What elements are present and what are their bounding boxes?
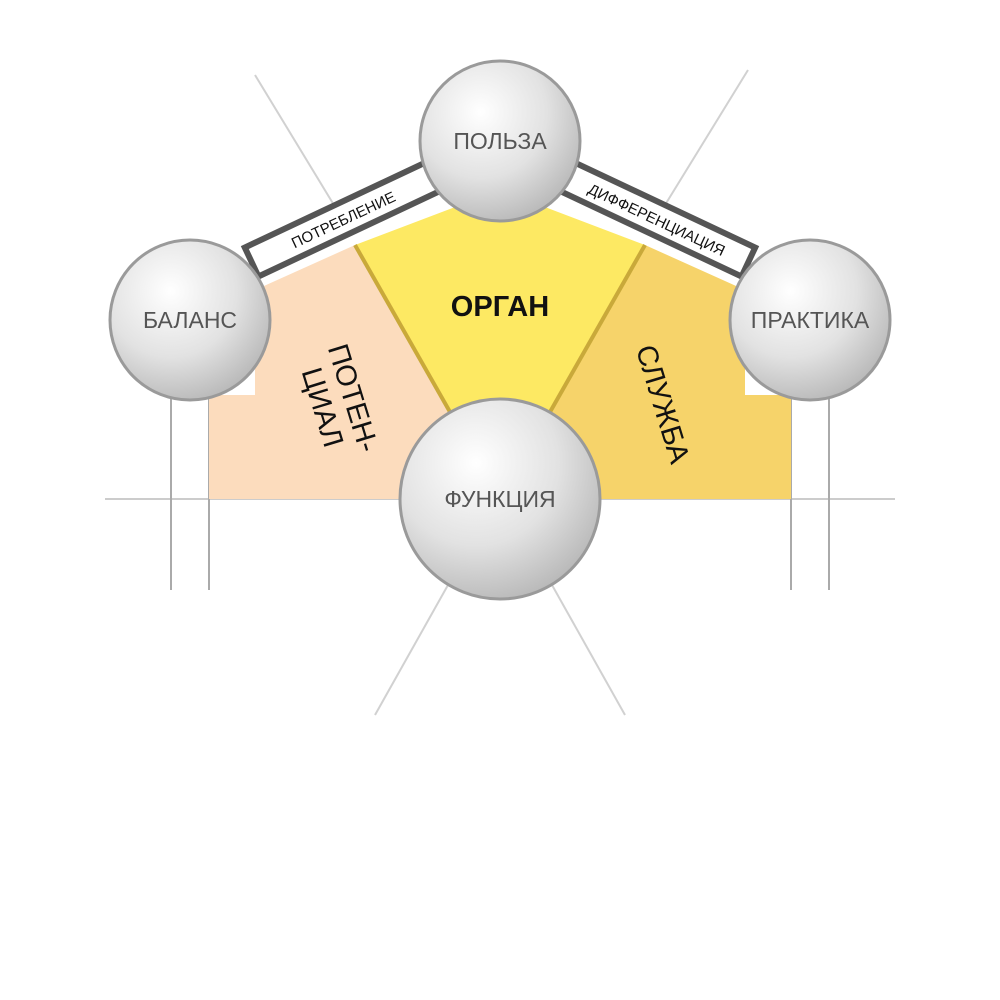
node-left: БАЛАНС (108, 238, 272, 402)
node-top-label: ПОЛЬЗА (453, 128, 547, 154)
node-top: ПОЛЬЗА (418, 59, 582, 223)
guide-line-bottom-left (374, 584, 449, 716)
node-bottom-sphere (398, 397, 602, 601)
node-right-sphere (728, 238, 892, 402)
node-top-sphere (418, 59, 582, 223)
sector-center-label: ОРГАН (451, 291, 549, 323)
node-left-label: БАЛАНС (143, 307, 237, 333)
node-bottom-label: ФУНКЦИЯ (444, 486, 555, 512)
guide-line-top-left (254, 74, 341, 216)
guide-line-top-right (664, 69, 749, 206)
sector-divider-right (548, 244, 647, 413)
node-left-sphere (108, 238, 272, 402)
guide-line-bottom-right (551, 584, 626, 716)
node-right: ПРАКТИКА (728, 238, 892, 402)
node-right-label: ПРАКТИКА (751, 307, 870, 333)
node-bottom: ФУНКЦИЯ (398, 397, 602, 601)
sector-divider-left (353, 244, 452, 413)
sector-center (355, 190, 645, 410)
